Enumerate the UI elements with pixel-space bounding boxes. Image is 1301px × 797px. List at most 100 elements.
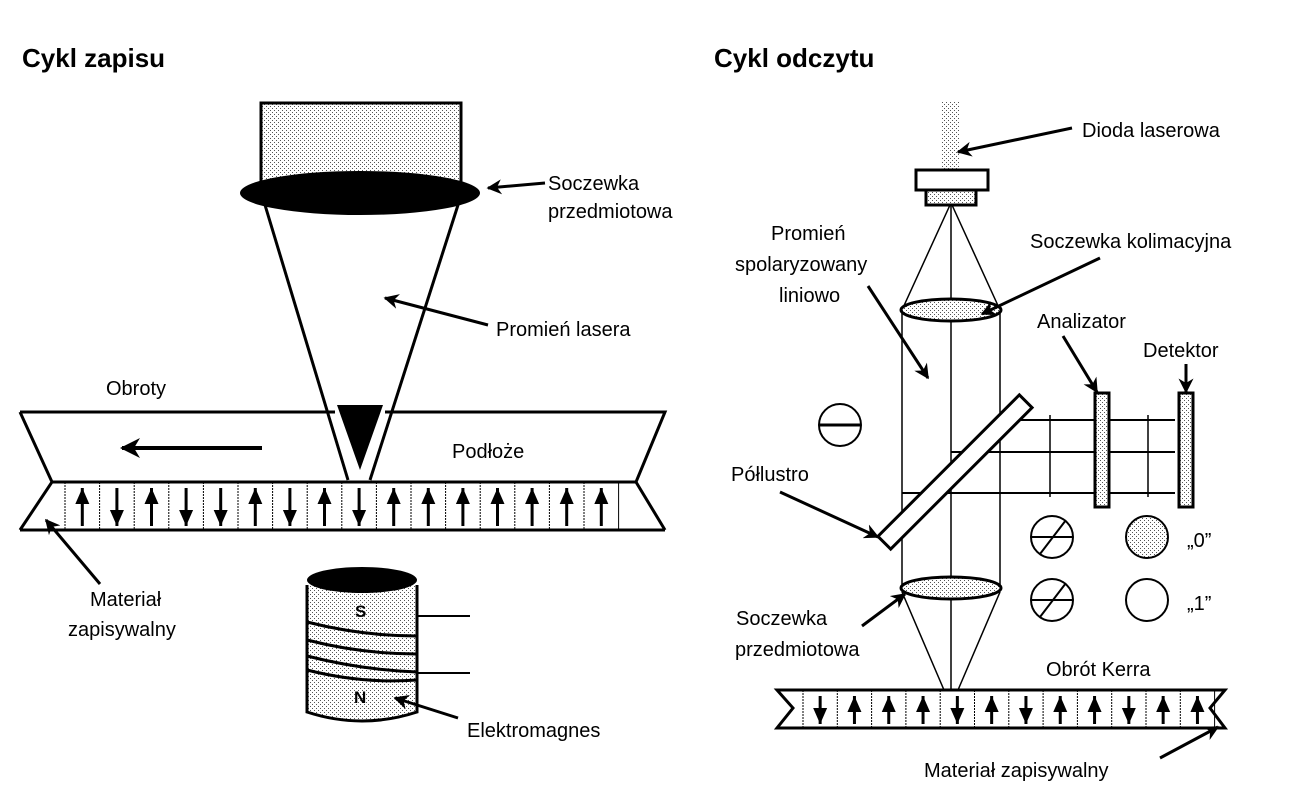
label-state-zero: „0” xyxy=(1187,530,1211,552)
write-cycle: Cykl zapisu Soczewka przedmiotowa Promie… xyxy=(18,43,673,742)
arrow-head-up xyxy=(75,488,90,504)
domain-cell-up xyxy=(905,690,931,728)
label-polarized-beam-1: Promień xyxy=(771,223,845,245)
arrow-head-down xyxy=(213,510,228,526)
domain-cell-down xyxy=(168,482,194,530)
arrow-head-up xyxy=(984,696,999,712)
label-polarized-beam-2: spolaryzowany xyxy=(735,254,867,276)
label-substrate: Podłoże xyxy=(452,441,524,463)
analyzer xyxy=(1093,391,1111,509)
domain-cell-down xyxy=(1111,690,1136,728)
pole-south: S xyxy=(355,602,366,621)
polarization-symbol-one xyxy=(1030,578,1074,622)
read-domain-strip xyxy=(802,690,1216,728)
domain-cell-down xyxy=(99,482,124,530)
arrow-head-up xyxy=(421,488,436,504)
label-rotation: Obroty xyxy=(106,378,166,400)
arrow-head-down xyxy=(950,708,965,724)
arrow-head-down xyxy=(179,510,194,526)
electromagnet: S N xyxy=(305,567,470,723)
arrow-head-up xyxy=(847,696,862,712)
label-collimating-lens: Soczewka kolimacyjna xyxy=(1030,231,1232,253)
label-detector: Detektor xyxy=(1143,340,1219,362)
domain-cell-up xyxy=(445,482,470,530)
polarization-symbol-zero xyxy=(1030,515,1074,559)
arrow-head-up xyxy=(525,488,540,504)
detector-signal-one xyxy=(1125,578,1169,622)
domain-cell-up xyxy=(375,482,401,530)
label-read-recordable-material: Materiał zapisywalny xyxy=(924,760,1109,782)
domain-cell-down xyxy=(939,690,965,728)
write-domain-strip xyxy=(64,482,620,530)
arrow-head-up xyxy=(881,696,896,712)
label-state-one: „1” xyxy=(1187,593,1211,615)
arrow-head-up xyxy=(916,696,931,712)
collimating-lens xyxy=(899,297,1003,323)
arrow-head-up xyxy=(1190,696,1205,712)
write-cycle-title: Cykl zapisu xyxy=(22,43,165,73)
label-recordable-material-2: zapisywalny xyxy=(68,619,176,641)
label-laser-beam: Promień lasera xyxy=(496,319,631,341)
arrow-head-up xyxy=(559,488,574,504)
pole-north: N xyxy=(354,688,366,707)
label-analyzer: Analizator xyxy=(1037,311,1126,333)
laser-diode xyxy=(914,168,990,192)
domain-cell-down xyxy=(1008,690,1033,728)
arrow-head-down xyxy=(813,708,828,724)
arrow-head-down xyxy=(1121,708,1136,724)
label-electromagnet: Elektromagnes xyxy=(467,720,600,742)
domain-cell-up xyxy=(1076,690,1102,728)
arrow-head-down xyxy=(109,510,124,526)
label-read-objective-lens-2: przedmiotowa xyxy=(735,639,860,661)
label-polarized-beam-3: liniowo xyxy=(779,285,840,307)
label-read-objective-lens-1: Soczewka xyxy=(736,608,828,630)
arrow-head-up xyxy=(144,488,159,504)
arrow-head-up xyxy=(248,488,263,504)
domain-cell-up xyxy=(1179,690,1205,728)
domain-cell-down xyxy=(272,482,297,530)
domain-cell-up xyxy=(64,482,90,530)
read-objective-lens xyxy=(899,575,1003,601)
domain-cell-up xyxy=(410,482,436,530)
detector xyxy=(1177,391,1195,509)
domain-cell-down xyxy=(202,482,228,530)
domain-cell-up xyxy=(871,690,896,728)
laser-beam-cone xyxy=(263,204,460,481)
domain-cell-up xyxy=(583,482,609,530)
domain-cell-up xyxy=(974,690,999,728)
domain-cell-up xyxy=(514,482,540,530)
read-cycle: Cykl odczytu xyxy=(714,43,1232,782)
label-objective-lens-2: przedmiotowa xyxy=(548,201,673,223)
arrow-head-down xyxy=(282,510,297,526)
label-half-mirror: Półlustro xyxy=(731,464,809,486)
label-objective-lens-1: Soczewka xyxy=(548,173,640,195)
label-recordable-material-1: Materiał xyxy=(90,589,162,611)
arrow-head-up xyxy=(1156,696,1171,712)
objective-lens xyxy=(240,171,480,215)
domain-cell-up xyxy=(479,482,505,530)
label-laser-diode: Dioda laserowa xyxy=(1082,120,1221,142)
laser-emission xyxy=(942,102,960,170)
arrow-head-up xyxy=(455,488,470,504)
polarization-symbol-horizontal xyxy=(818,403,862,447)
domain-cell-up xyxy=(133,482,159,530)
domain-cell-up xyxy=(548,482,574,530)
domain-cell-down xyxy=(341,482,367,530)
arrow-head-up xyxy=(594,488,609,504)
arrow-head-up xyxy=(1053,696,1068,712)
domain-cell-up xyxy=(1042,690,1068,728)
domain-cell-down xyxy=(802,690,828,728)
detector-signal-zero xyxy=(1125,515,1169,559)
arrow-head-down xyxy=(1018,708,1033,724)
arrow-head-up xyxy=(1087,696,1102,712)
read-cycle-title: Cykl odczytu xyxy=(714,43,874,73)
domain-cell-up xyxy=(237,482,263,530)
domain-cell-up xyxy=(306,482,332,530)
label-kerr-rotation: Obrót Kerra xyxy=(1046,659,1151,681)
arrow-head-up xyxy=(317,488,332,504)
arrow-head-down xyxy=(352,510,367,526)
domain-cell-up xyxy=(836,690,862,728)
half-mirror xyxy=(875,392,1035,552)
domain-cell-up xyxy=(1145,690,1171,728)
